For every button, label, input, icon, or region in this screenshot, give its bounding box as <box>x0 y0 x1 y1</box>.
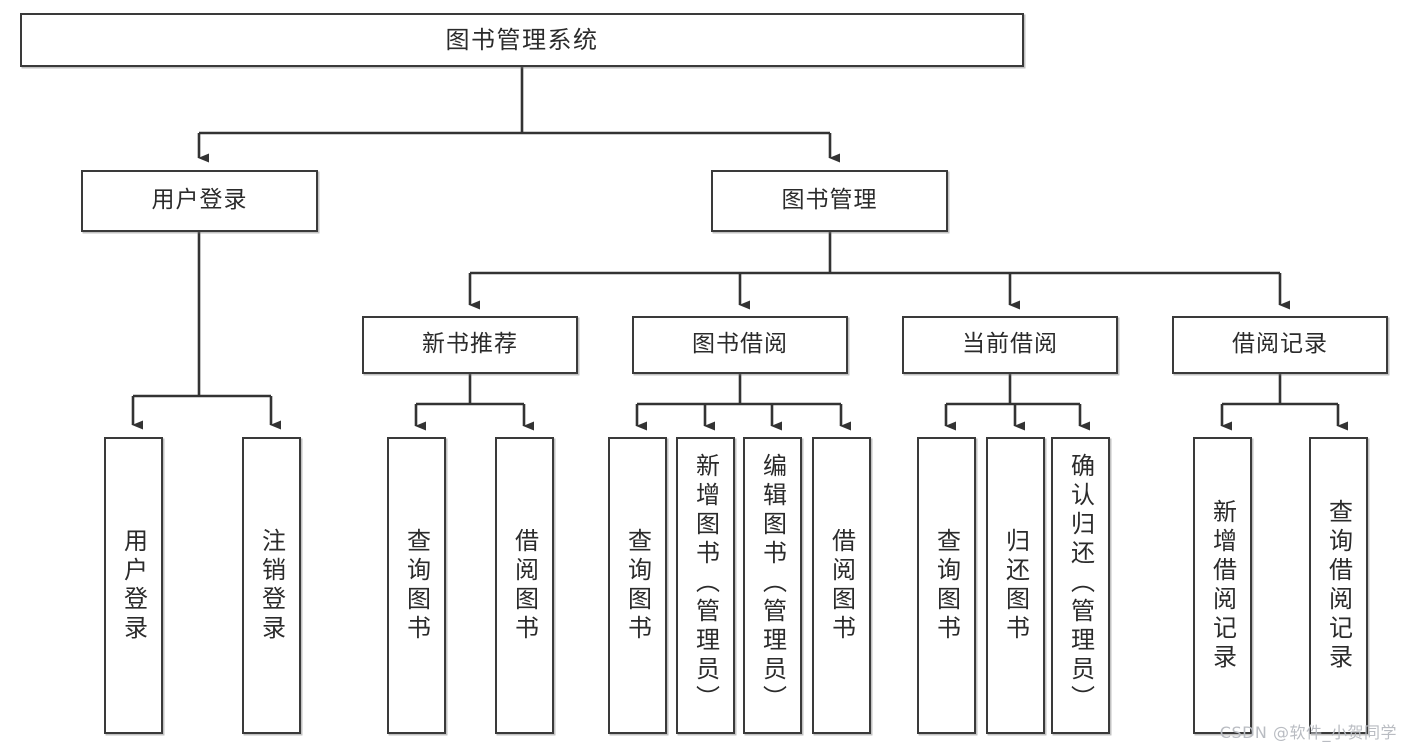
node-label: 图书管理系统 <box>445 25 599 54</box>
leaf-query-borrow-record[interactable]: 查询借阅记录 <box>1309 437 1368 734</box>
node-label: 查询图书 <box>623 527 652 644</box>
node-book-borrow[interactable]: 图书借阅 <box>632 316 848 374</box>
node-user-login[interactable]: 用户登录 <box>81 170 318 232</box>
node-label: 当前借阅 <box>962 331 1058 358</box>
node-label: 注销登录 <box>257 527 286 644</box>
node-label: 借阅图书 <box>827 527 856 644</box>
leaf-borrow-book-recommend[interactable]: 借阅图书 <box>495 437 554 734</box>
leaf-borrow-book-borrow[interactable]: 借阅图书 <box>812 437 871 734</box>
node-label: 用户登录 <box>151 187 248 214</box>
node-current-borrow[interactable]: 当前借阅 <box>902 316 1118 374</box>
node-label: 图书管理 <box>781 187 878 214</box>
node-borrow-record[interactable]: 借阅记录 <box>1172 316 1388 374</box>
watermark: CSDN @软件_小贺同学 <box>1219 723 1397 742</box>
leaf-return-book[interactable]: 归还图书 <box>986 437 1045 734</box>
leaf-confirm-return-admin[interactable]: 确认归还（管理员） <box>1051 437 1110 734</box>
leaf-edit-book-admin[interactable]: 编辑图书（管理员） <box>743 437 802 734</box>
node-label: 借阅记录 <box>1232 331 1328 358</box>
node-label: 图书借阅 <box>692 331 788 358</box>
node-root-system[interactable]: 图书管理系统 <box>20 13 1024 67</box>
node-label: 查询图书 <box>932 527 961 644</box>
node-label: 新增借阅记录 <box>1208 498 1237 673</box>
node-label: 查询图书 <box>402 527 431 644</box>
node-label: 新书推荐 <box>422 331 518 358</box>
node-label: 新增图书（管理员） <box>691 453 720 714</box>
node-label: 借阅图书 <box>510 527 539 644</box>
leaf-query-book-recommend[interactable]: 查询图书 <box>387 437 446 734</box>
node-label: 确认归还（管理员） <box>1066 453 1095 714</box>
node-label: 用户登录 <box>119 527 148 644</box>
node-new-book-recommend[interactable]: 新书推荐 <box>362 316 578 374</box>
leaf-logout[interactable]: 注销登录 <box>242 437 301 734</box>
node-label: 查询借阅记录 <box>1324 498 1353 673</box>
leaf-user-login[interactable]: 用户登录 <box>104 437 163 734</box>
leaf-add-book-admin[interactable]: 新增图书（管理员） <box>676 437 735 734</box>
node-label: 归还图书 <box>1001 527 1030 644</box>
node-label: 编辑图书（管理员） <box>758 453 787 714</box>
node-book-management[interactable]: 图书管理 <box>711 170 948 232</box>
leaf-query-book-borrow[interactable]: 查询图书 <box>608 437 667 734</box>
leaf-add-borrow-record[interactable]: 新增借阅记录 <box>1193 437 1252 734</box>
leaf-query-book-current[interactable]: 查询图书 <box>917 437 976 734</box>
